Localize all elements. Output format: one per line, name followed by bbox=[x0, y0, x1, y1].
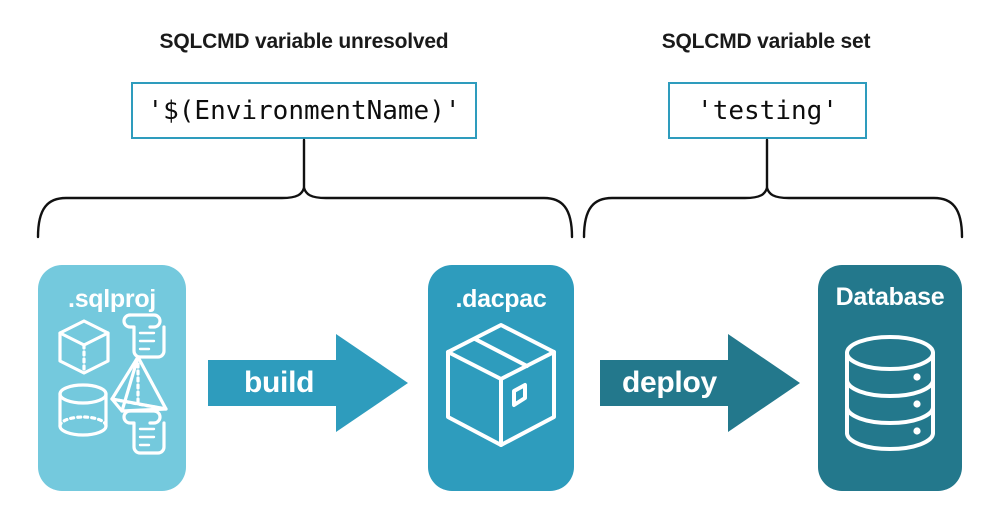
arrow-label-deploy: deploy bbox=[622, 366, 717, 399]
database-cylinder-icon bbox=[845, 335, 935, 451]
arrow-label-build: build bbox=[244, 366, 315, 399]
sqlproj-icon-group bbox=[58, 313, 168, 455]
artifact-label-sqlproj: .sqlproj bbox=[68, 285, 156, 313]
cylinder-icon bbox=[58, 383, 108, 437]
heading-sqlcmd-variable-set: SQLCMD variable set bbox=[661, 30, 871, 53]
artifact-box-database: Database bbox=[818, 265, 962, 491]
brace-left bbox=[36, 186, 574, 239]
scroll-icon bbox=[122, 313, 166, 359]
pyramid-icon bbox=[110, 355, 168, 413]
artifact-box-sqlproj: .sqlproj bbox=[38, 265, 186, 491]
artifact-label-database: Database bbox=[835, 283, 945, 311]
artifact-box-dacpac: .dacpac bbox=[428, 265, 574, 491]
scroll-icon bbox=[122, 409, 166, 455]
arrow-deploy: deploy bbox=[600, 334, 800, 432]
brace-right bbox=[582, 186, 964, 239]
cube-icon bbox=[58, 319, 110, 375]
package-box-icon bbox=[446, 323, 556, 447]
heading-sqlcmd-variable-unresolved: SQLCMD variable unresolved bbox=[159, 30, 449, 53]
arrow-build: build bbox=[208, 334, 408, 432]
artifact-label-dacpac: .dacpac bbox=[455, 285, 547, 313]
code-box-environment-name: '$(EnvironmentName)' bbox=[131, 82, 477, 139]
arrow-shape-deploy bbox=[600, 334, 800, 432]
arrow-shape-build bbox=[208, 334, 408, 432]
code-box-testing: 'testing' bbox=[668, 82, 867, 139]
